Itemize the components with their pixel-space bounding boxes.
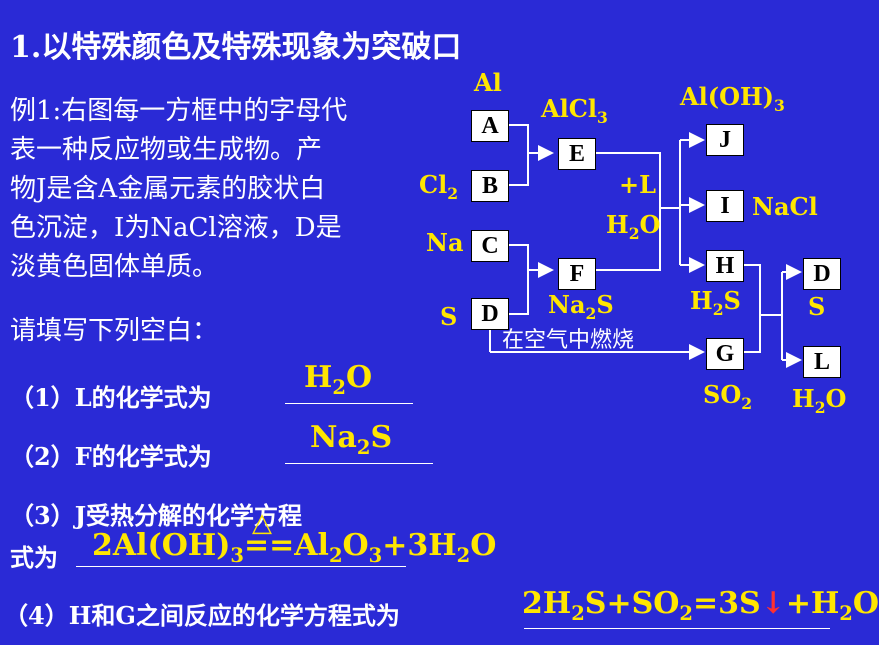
answer-1-blank	[285, 403, 413, 404]
question-3-line-1: （3）J受热分解的化学方程	[10, 501, 303, 530]
answer-2-blank	[285, 463, 433, 464]
line-a	[508, 124, 529, 153]
fill-prompt: 请填写下列空白：	[10, 316, 219, 346]
label-h2o-right: H2O	[792, 384, 847, 417]
line-b	[508, 153, 529, 186]
box-f: F	[558, 258, 596, 290]
label-h2s: H2S	[690, 286, 741, 319]
box-h: H	[706, 250, 744, 282]
label-na: Na	[426, 228, 464, 257]
example-line-2: 表一种反应物或生成物。产	[10, 135, 323, 165]
label-plus-l: +L	[619, 170, 656, 199]
box-i: I	[706, 190, 744, 222]
answer-3-condition: △	[252, 508, 272, 538]
question-2: （2）F的化学式为	[10, 442, 212, 471]
answer-3: 2Al(OH)3==Al2O3+3H2O	[92, 528, 497, 567]
label-cl2: Cl2	[419, 170, 459, 203]
page-title: 1.以特殊颜色及特殊现象为突破口	[10, 30, 462, 65]
label-so2: SO2	[703, 380, 753, 413]
label-s-right: S	[808, 292, 826, 321]
example-line-1: 例1:右图每一方框中的字母代	[10, 96, 348, 126]
label-h2o-mid: H2O	[606, 210, 661, 243]
box-a: A	[471, 110, 509, 142]
question-4: （4）H和G之间反应的化学方程式为	[4, 601, 400, 630]
answer-2: Na2S	[310, 420, 393, 459]
line-h-out	[742, 264, 761, 315]
line-g-out	[742, 315, 761, 353]
box-g: G	[706, 338, 744, 370]
example-line-5: 淡黄色固体单质。	[10, 252, 219, 282]
line-e-out	[596, 152, 661, 208]
answer-4: 2H2S+SO2=3S↓+H2O	[522, 586, 879, 625]
answer-4-blank	[524, 628, 830, 629]
box-d: D	[471, 298, 509, 330]
label-burn: 在空气中燃烧	[502, 328, 635, 353]
box-d-product: D	[803, 258, 841, 290]
answer-1: H2O	[304, 360, 373, 399]
box-c: C	[471, 230, 509, 262]
box-e: E	[558, 138, 596, 170]
question-3-line-2: 式为	[10, 543, 58, 572]
label-na2s: Na2S	[548, 290, 614, 323]
example-line-4: 色沉淀，I为NaCl溶液，D是	[10, 213, 342, 243]
line-c	[508, 244, 529, 270]
label-alcl3: AlCl3	[541, 94, 608, 127]
example-line-3: 物J是含A金属元素的胶状白	[10, 174, 326, 204]
label-al: Al	[474, 68, 502, 97]
line-f-out	[596, 208, 661, 271]
question-1: （1）L的化学式为	[10, 383, 212, 412]
label-aloh3: Al(OH)3	[680, 82, 785, 115]
label-nacl: NaCl	[752, 192, 818, 221]
answer-3-blank	[76, 566, 406, 567]
line-d	[508, 270, 529, 315]
box-j: J	[706, 124, 744, 156]
box-b: B	[471, 170, 509, 202]
box-l: L	[803, 346, 841, 378]
flow-connectors	[489, 124, 802, 368]
label-s: S	[440, 302, 458, 331]
